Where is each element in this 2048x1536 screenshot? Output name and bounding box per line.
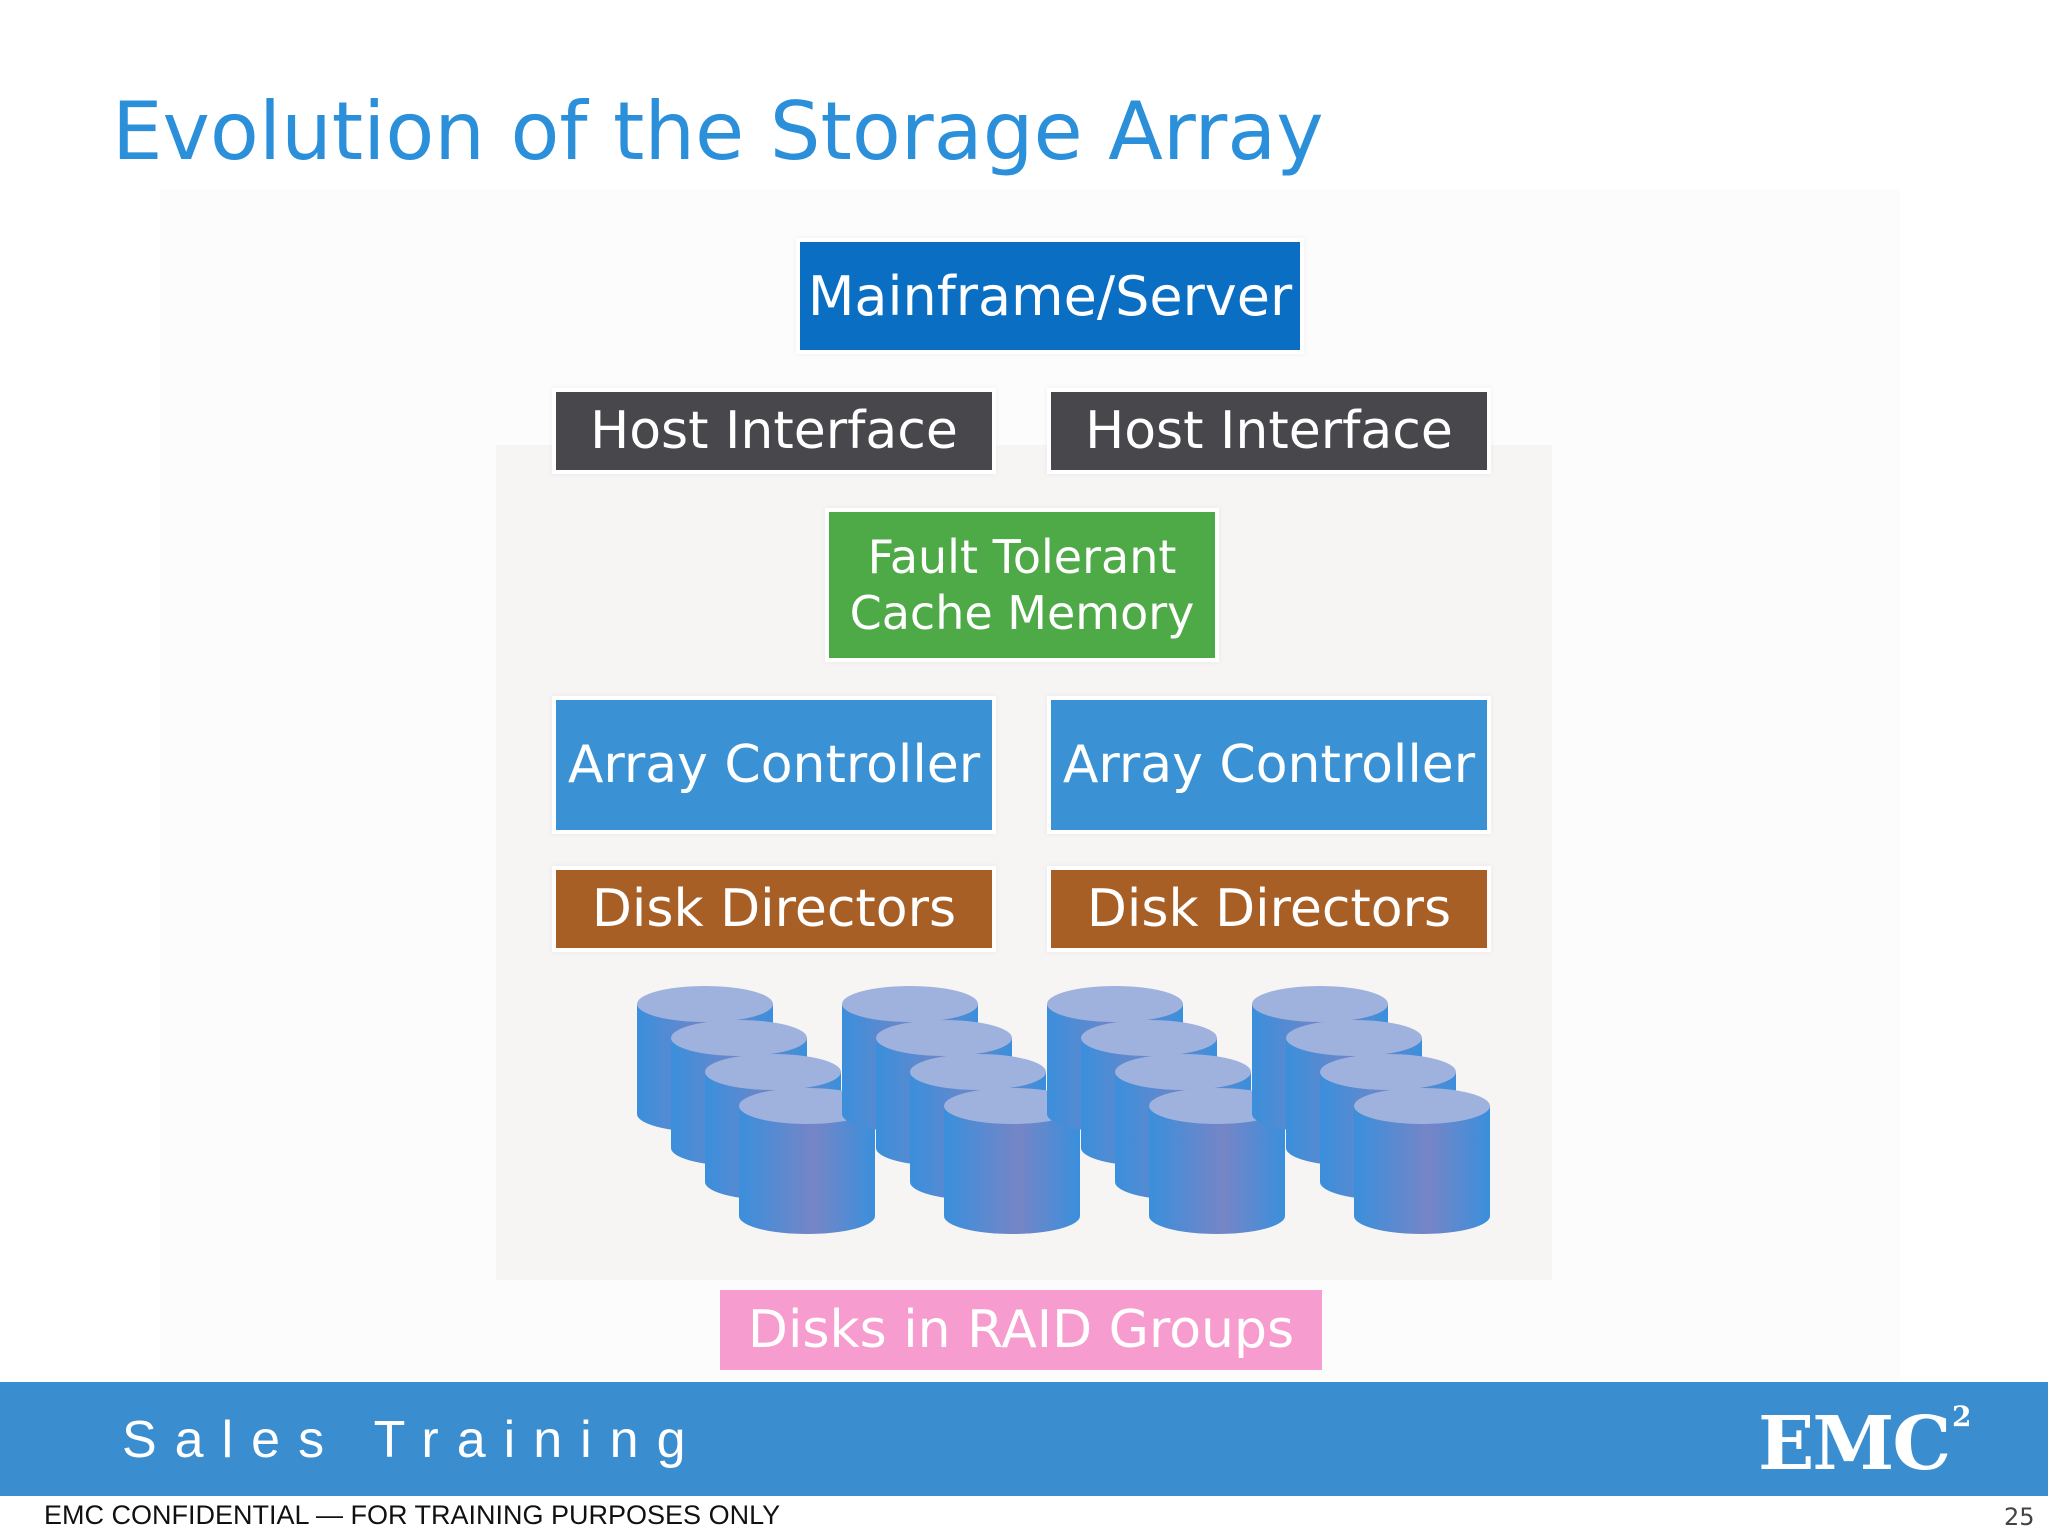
- host-interface-box-right: Host Interface: [1047, 388, 1491, 474]
- raid-groups-label: Disks in RAID Groups: [720, 1290, 1322, 1370]
- disk-cylinder: [944, 1088, 1080, 1234]
- disk-cylinder: [739, 1088, 875, 1234]
- cache-memory-box: Fault Tolerant Cache Memory: [825, 508, 1219, 662]
- footer-bar: [0, 1382, 2048, 1496]
- disk-directors-box-left: Disk Directors: [552, 866, 996, 952]
- array-controller-box-left: Array Controller: [552, 696, 996, 834]
- host-interface-box-left: Host Interface: [552, 388, 996, 474]
- confidential-notice: EMC CONFIDENTIAL — FOR TRAINING PURPOSES…: [44, 1500, 781, 1530]
- array-controller-box-right: Array Controller: [1047, 696, 1491, 834]
- slide-title: Evolution of the Storage Array: [112, 85, 1324, 178]
- disk-directors-box-right: Disk Directors: [1047, 866, 1491, 952]
- disk-cylinder: [1354, 1088, 1490, 1234]
- emc-logo: EMC: [1758, 1401, 1951, 1487]
- raid-disk-groups-graphic: [637, 986, 1490, 1234]
- cache-memory-line2: Cache Memory: [849, 586, 1195, 640]
- page-number: 25: [2004, 1503, 2035, 1531]
- disk-cylinder: [1149, 1088, 1285, 1234]
- cache-memory-line1: Fault Tolerant: [867, 530, 1177, 584]
- mainframe-server-box: Mainframe/Server: [796, 238, 1304, 354]
- sales-training-text: Sales Training: [122, 1411, 704, 1469]
- emc-logo-superscript: 2: [1952, 1400, 1972, 1433]
